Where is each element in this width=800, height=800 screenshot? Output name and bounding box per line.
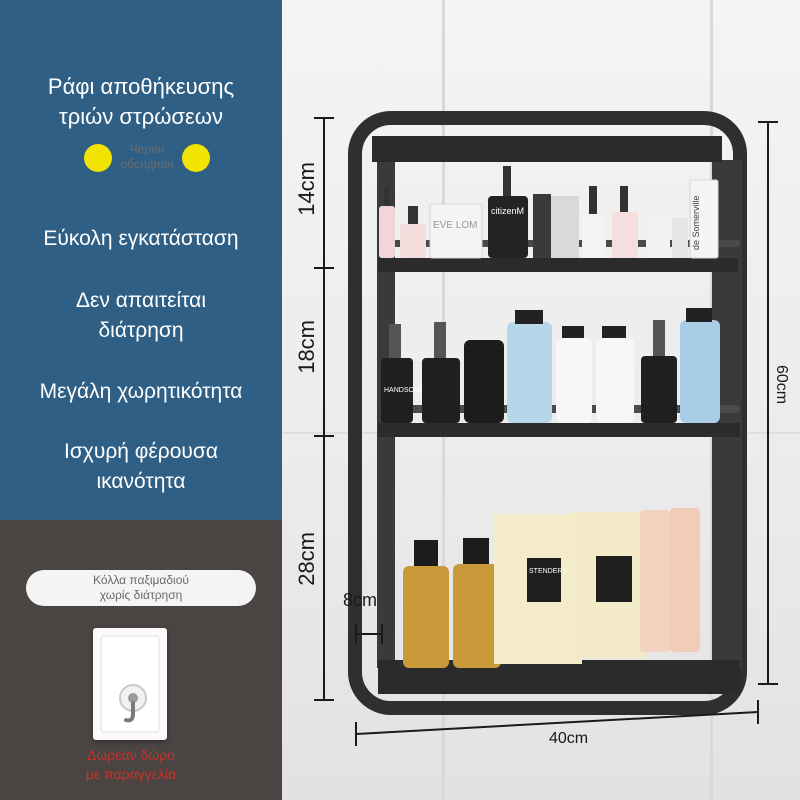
- feature-easy-install: Εύκολη εγκατάσταση: [43, 227, 239, 250]
- dimension-lines: [314, 117, 778, 746]
- width-label: 40cm: [549, 730, 589, 747]
- citizen-label: citizenM: [491, 206, 524, 216]
- info-panel: [0, 0, 282, 520]
- total-height-label: 60cm: [773, 365, 790, 405]
- hook-icon: [100, 635, 160, 733]
- color-dot-right-icon: [182, 144, 210, 172]
- color-dot-left-icon: [84, 144, 112, 172]
- stenders-label: STENDERS: [529, 568, 567, 575]
- top-shelf-products: EVE LOM citizenM de Somerville: [379, 166, 719, 259]
- depth-label: 8cm: [343, 590, 378, 610]
- tier2-height-label: 18cm: [294, 320, 319, 374]
- tier1-height-label: 14cm: [294, 162, 319, 216]
- feature-load-bearing: Ισχυρή φέρουσα ικανότητα: [64, 440, 218, 493]
- tier3-height-label: 28cm: [294, 532, 319, 586]
- feature-no-drilling: Δεν απαιτείται διάτρηση: [76, 289, 206, 342]
- product-title: Ράφι αποθήκευσης τριών στρώσεων: [47, 74, 235, 129]
- color-badge: Черен обсидиан: [84, 142, 210, 174]
- adhesive-hook-image: [93, 628, 167, 740]
- adhesive-pill: Κόλλα παξιμαδιού χωρίς διάτρηση: [26, 570, 256, 606]
- handsome-label: HANDSOME: [384, 387, 425, 394]
- bottom-shelf-products: STENDERS: [403, 508, 700, 668]
- somerville-label: de Somerville: [691, 195, 701, 250]
- middle-shelf-products: HANDSOME: [381, 308, 720, 423]
- feature-large-capacity: Μεγάλη χωρητικότητα: [39, 380, 243, 403]
- color-badge-text: Черен обсидиан: [120, 142, 174, 171]
- eve-lom-label: EVE LOM: [433, 220, 477, 231]
- free-gift-text: Δωρεάν δώρο με παραγγελία: [85, 747, 177, 782]
